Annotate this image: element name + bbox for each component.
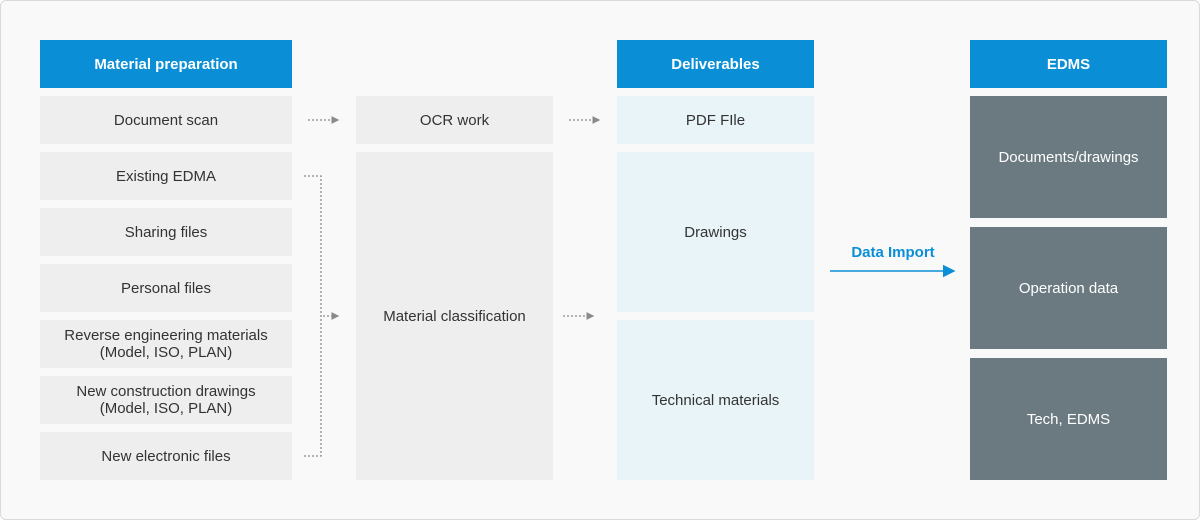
material-classification-box: Material classification	[356, 152, 553, 480]
reverse-engineering-title: Reverse engineering materials	[64, 327, 268, 344]
drawings-box: Drawings	[617, 152, 814, 312]
deliverables-header: Deliverables	[617, 40, 814, 88]
new-construction-drawings-box: New construction drawings (Model, ISO, P…	[40, 376, 292, 424]
tech-edms-box: Tech, EDMS	[970, 358, 1167, 480]
new-electronic-files-box: New electronic files	[40, 432, 292, 480]
ocr-work-box: OCR work	[356, 96, 553, 144]
sources-bracket-connector	[304, 175, 322, 457]
pdf-file-box: PDF FIle	[617, 96, 814, 144]
edms-header: EDMS	[970, 40, 1167, 88]
technical-materials-box: Technical materials	[617, 320, 814, 480]
material-preparation-header: Material preparation	[40, 40, 292, 88]
reverse-engineering-subtitle: (Model, ISO, PLAN)	[99, 344, 233, 361]
new-construction-title: New construction drawings	[76, 383, 256, 400]
existing-edma-box: Existing EDMA	[40, 152, 292, 200]
reverse-engineering-materials-box: Reverse engineering materials (Model, IS…	[40, 320, 292, 368]
sharing-files-box: Sharing files	[40, 208, 292, 256]
personal-files-box: Personal files	[40, 264, 292, 312]
data-import-label: Data Import	[851, 244, 935, 261]
document-scan-box: Document scan	[40, 96, 292, 144]
operation-data-box: Operation data	[970, 227, 1167, 349]
documents-drawings-box: Documents/drawings	[970, 96, 1167, 218]
new-construction-subtitle: (Model, ISO, PLAN)	[99, 400, 233, 417]
